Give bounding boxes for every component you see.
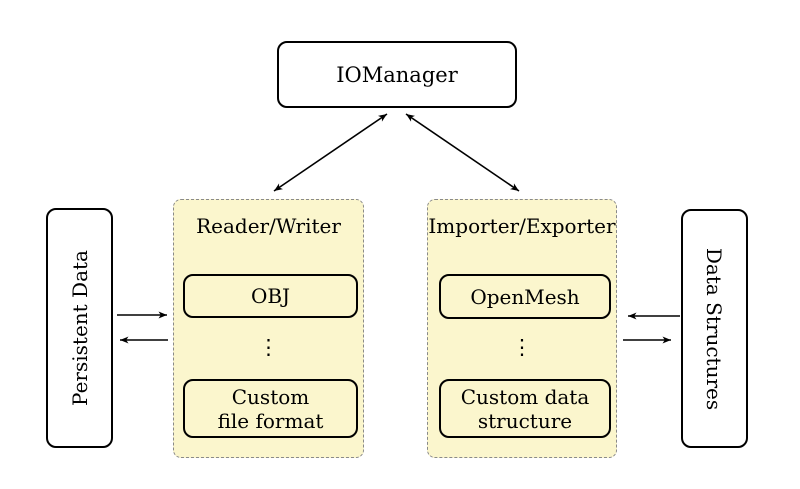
arrow-iomanager-importerexporter: [405, 113, 520, 192]
subnode-obj: OBJ: [183, 274, 358, 318]
subnode-custom-data-structure-line2: structure: [477, 408, 573, 433]
subnode-custom-data-structure: Custom data structure: [439, 379, 611, 438]
subnode-custom-data-structure-line1: Custom data: [460, 384, 590, 409]
group-reader-writer: Reader/Writer OBJ ⋮ Custom file format: [173, 199, 364, 458]
arrow-iomanager-readerwriter: [273, 113, 388, 192]
subnode-obj-label: OBJ: [250, 284, 291, 308]
subnode-custom-file-format: Custom file format: [183, 379, 358, 438]
group-importer-exporter-title: Importer/Exporter: [428, 214, 616, 238]
node-data-structures: Data Structures: [681, 209, 748, 448]
group-importer-exporter: Importer/Exporter OpenMesh ⋮ Custom data…: [427, 199, 617, 458]
subnode-openmesh: OpenMesh: [439, 274, 611, 319]
subnode-custom-file-format-line1: Custom: [231, 384, 310, 409]
subnode-openmesh-label: OpenMesh: [470, 284, 580, 309]
node-persistent-data-label: Persistent Data: [67, 250, 92, 406]
ellipsis-reader-writer: ⋮: [258, 335, 279, 359]
node-data-structures-label: Data Structures: [702, 247, 727, 410]
node-persistent-data: Persistent Data: [46, 208, 113, 448]
subnode-custom-file-format-line2: file format: [217, 408, 324, 433]
node-iomanager: IOManager: [277, 41, 517, 108]
ellipsis-importer-exporter: ⋮: [511, 335, 533, 359]
node-iomanager-label: IOManager: [336, 62, 458, 87]
group-reader-writer-title: Reader/Writer: [196, 214, 341, 238]
